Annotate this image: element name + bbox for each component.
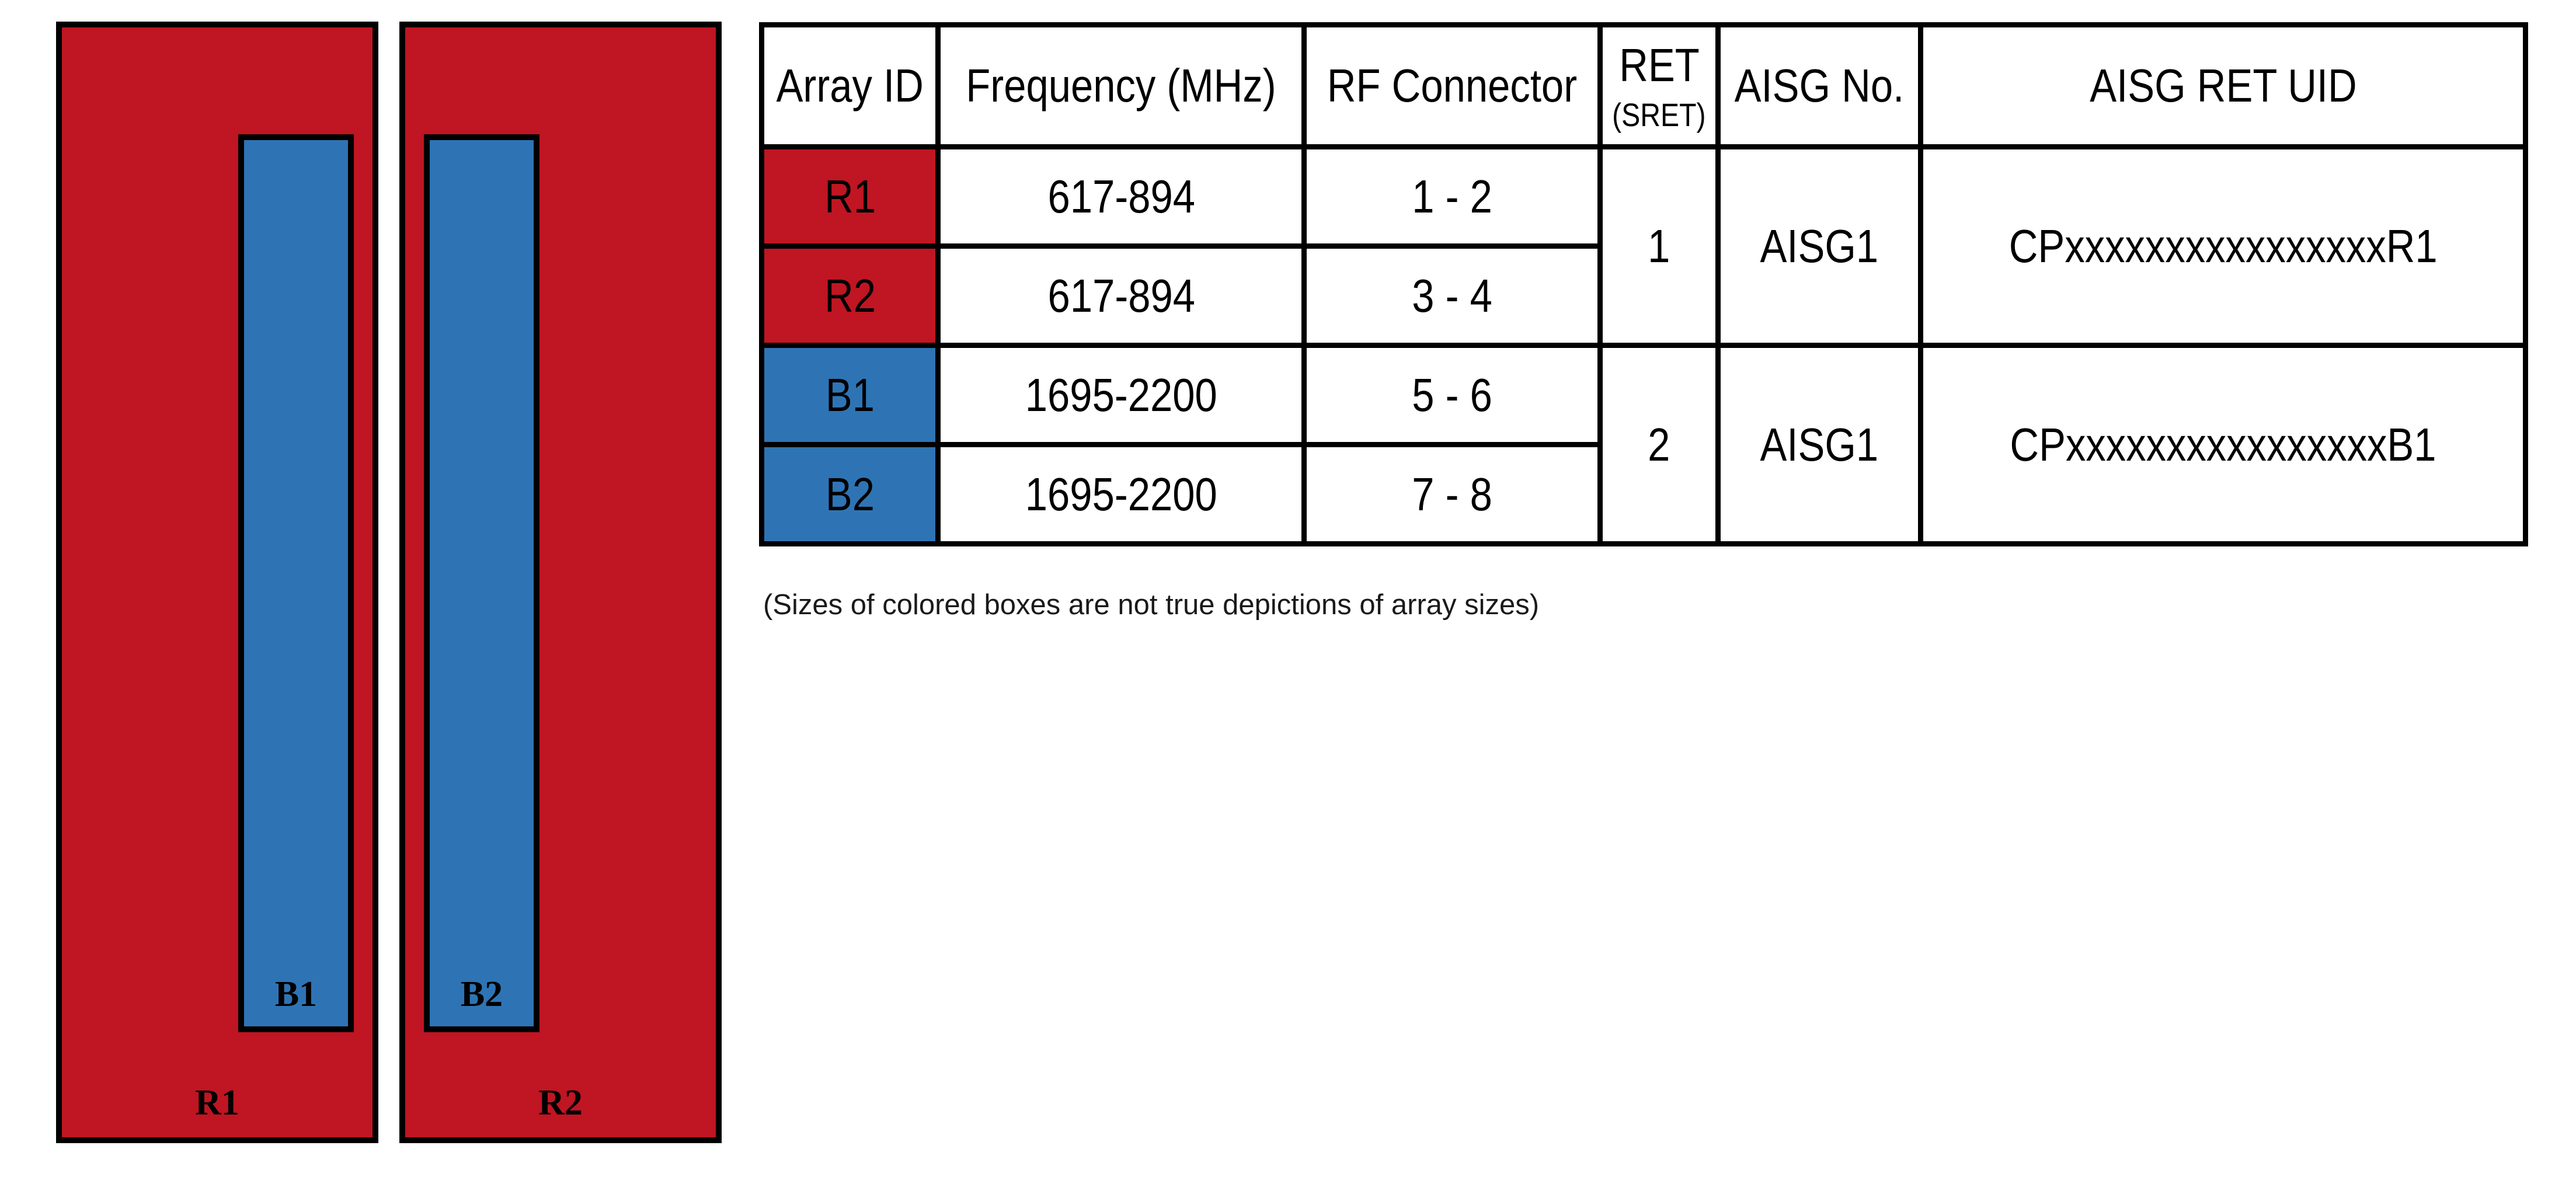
frequency-cell: 1695-2200 — [935, 343, 1307, 447]
array-id-cell-b1: B1 — [758, 343, 941, 447]
array-box-b2: B2 — [424, 134, 539, 1032]
table-row-r1: R1 617-894 1 - 2 1 AISG1 CPxxxxxxxxxxxxx… — [758, 144, 2529, 348]
aisg-no-cell-group1: AISG1 — [1715, 144, 1924, 348]
col-header-aisg-no: AISG No. — [1715, 22, 1924, 149]
rf-connector-cell: 1 - 2 — [1301, 144, 1603, 249]
array-id-cell-b2: B2 — [758, 442, 941, 546]
table-row-b1: B1 1695-2200 5 - 6 2 AISG1 CPxxxxxxxxxxx… — [758, 343, 2529, 546]
array-label-b2: B2 — [460, 974, 503, 1014]
table-row-r2: R2 617-894 3 - 4 — [758, 243, 2526, 348]
frequency-cell: 617-894 — [935, 144, 1307, 249]
aisg-ret-uid-cell-group2: CPxxxxxxxxxxxxxxxxB1 — [1918, 343, 2529, 546]
array-id-cell-r2: R2 — [758, 243, 941, 348]
col-header-ret: RET (SRET) — [1597, 22, 1721, 149]
array-label-r2: R2 — [538, 1083, 583, 1123]
table-row-b2: B2 1695-2200 7 - 8 — [758, 442, 2526, 546]
array-label-r1: R1 — [195, 1083, 239, 1123]
ret-cell-group1: 1 — [1597, 144, 1721, 348]
array-spec-table: Array ID Frequency (MHz) RF Connector RE… — [758, 22, 2529, 546]
col-header-aisg-ret-uid: AISG RET UID — [1918, 22, 2529, 149]
frequency-cell: 1695-2200 — [935, 442, 1307, 546]
col-header-rf-connector: RF Connector — [1301, 22, 1603, 149]
array-id-cell-r1: R1 — [758, 144, 941, 249]
col-header-array-id: Array ID — [758, 22, 941, 149]
ret-cell-group2: 2 — [1597, 343, 1721, 546]
rf-connector-cell: 5 - 6 — [1301, 343, 1603, 447]
array-box-r2: B2 R2 — [399, 22, 722, 1143]
array-box-r1: B1 R1 — [56, 22, 378, 1143]
frequency-cell: 617-894 — [935, 243, 1307, 348]
col-header-frequency: Frequency (MHz) — [935, 22, 1307, 149]
aisg-ret-uid-cell-group1: CPxxxxxxxxxxxxxxxxR1 — [1918, 144, 2529, 348]
rf-connector-cell: 3 - 4 — [1301, 243, 1603, 348]
header-row: Array ID Frequency (MHz) RF Connector RE… — [758, 22, 2529, 149]
array-label-b1: B1 — [274, 974, 318, 1014]
aisg-no-cell-group2: AISG1 — [1715, 343, 1924, 546]
size-disclaimer-note: (Sizes of colored boxes are not true dep… — [763, 589, 1540, 621]
rf-connector-cell: 7 - 8 — [1301, 442, 1603, 546]
array-box-b1: B1 — [238, 134, 354, 1032]
